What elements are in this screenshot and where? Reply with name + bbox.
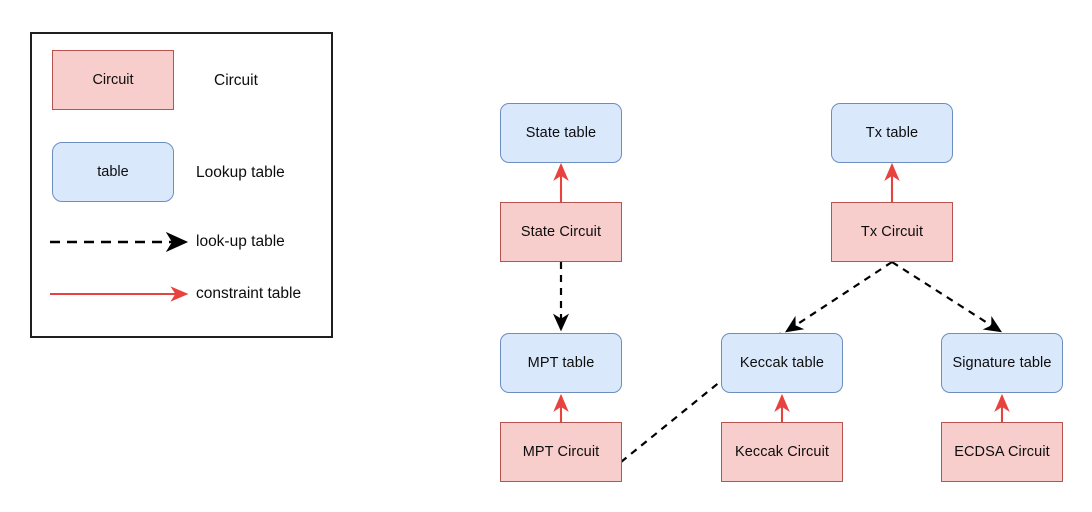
legend-red-arrow-icon	[50, 286, 189, 302]
node-keccak-table-label: Keccak table	[739, 355, 825, 371]
node-signature-table-label: Signature table	[952, 355, 1052, 371]
legend-circuit-swatch-label: Circuit	[92, 72, 134, 88]
node-mpt-circuit-label: MPT Circuit	[522, 444, 600, 460]
node-signature-table[interactable]: Signature table	[941, 333, 1063, 393]
node-keccak-table[interactable]: Keccak table	[721, 333, 843, 393]
node-tx-table-label: Tx table	[865, 125, 919, 141]
node-state-circuit-label: State Circuit	[520, 224, 602, 240]
node-tx-circuit[interactable]: Tx Circuit	[831, 202, 953, 262]
legend-circuit-swatch: Circuit	[52, 50, 174, 110]
legend-panel: Circuit Circuit table Lookup table look-…	[30, 32, 333, 338]
legend-table-swatch-label: table	[97, 164, 129, 180]
node-state-table[interactable]: State table	[500, 103, 622, 163]
legend-table-swatch: table	[52, 142, 174, 202]
node-ecdsa-circuit[interactable]: ECDSA Circuit	[941, 422, 1063, 482]
legend-dashed-arrow-icon	[50, 231, 189, 253]
node-mpt-table-label: MPT table	[527, 355, 595, 371]
node-mpt-circuit[interactable]: MPT Circuit	[500, 422, 622, 482]
edge-tx-circuit-to-keccak-table	[784, 261, 893, 333]
legend-circuit-label: Circuit	[214, 72, 258, 89]
node-keccak-circuit[interactable]: Keccak Circuit	[721, 422, 843, 482]
node-state-circuit[interactable]: State Circuit	[500, 202, 622, 262]
node-tx-circuit-label: Tx Circuit	[860, 224, 924, 240]
legend-lookup-table-label: Lookup table	[196, 164, 285, 181]
node-tx-table[interactable]: Tx table	[831, 103, 953, 163]
legend-lookup-arrow-label: look-up table	[196, 233, 285, 250]
node-ecdsa-circuit-label: ECDSA Circuit	[954, 444, 1050, 460]
node-state-table-label: State table	[525, 125, 597, 141]
edge-tx-circuit-to-signature-table	[891, 261, 1003, 333]
node-keccak-circuit-label: Keccak Circuit	[734, 444, 830, 460]
node-mpt-table[interactable]: MPT table	[500, 333, 622, 393]
legend-constraint-arrow-label: constraint table	[196, 285, 302, 302]
